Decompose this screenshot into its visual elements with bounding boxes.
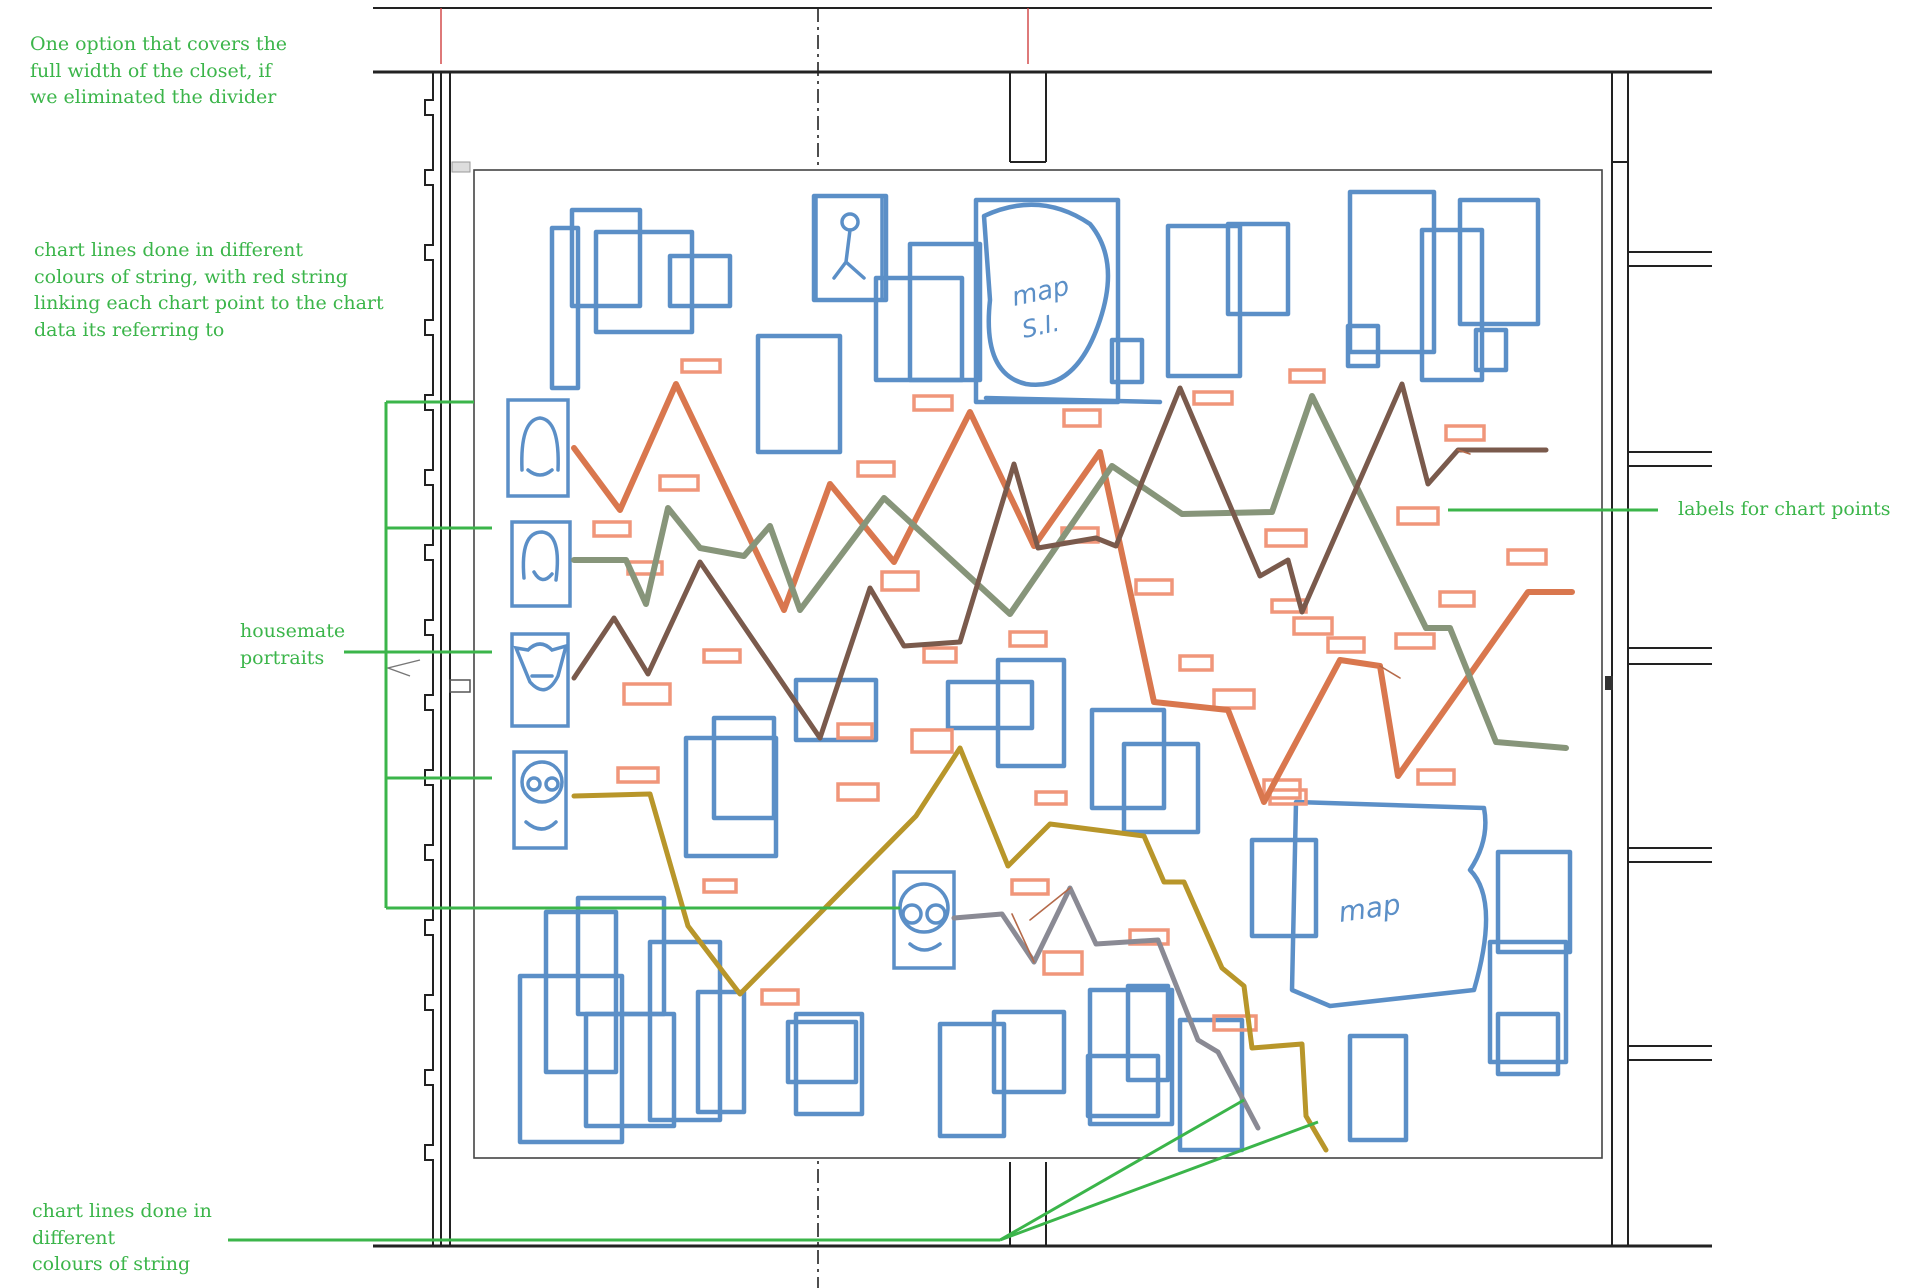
string-line-gray <box>951 885 1261 1131</box>
string-chart-lines <box>571 381 1575 1153</box>
portrait-top-figure <box>814 194 884 302</box>
portrait-2 <box>510 520 572 608</box>
portrait-1 <box>506 398 570 498</box>
annotation-chart-lines-colours: chart lines done in different colours of… <box>32 1200 212 1275</box>
annotation-housemate-portraits: housemate portraits <box>240 620 346 669</box>
annotation-leaders <box>228 400 1658 1242</box>
string-line-sage <box>571 393 1569 751</box>
annotation-labels-for-chart-points: labels for chart points <box>1678 498 1891 520</box>
string-line-orange <box>571 381 1575 805</box>
left-wall-notched <box>424 72 434 1246</box>
red-link-strings <box>1011 449 1471 963</box>
portrait-3 <box>510 632 570 728</box>
portrait-4 <box>512 750 568 850</box>
annotation-chart-lines-red-string: chart lines done in different colours of… <box>34 239 384 341</box>
string-line-mustard <box>571 745 1329 1153</box>
string-line-brown <box>571 381 1549 741</box>
right-shelves <box>1628 251 1712 1061</box>
annotation-closet-width: One option that covers the full width of… <box>30 33 288 108</box>
chart-point-labels <box>592 358 1548 1032</box>
photo-frames <box>517 189 1573 1153</box>
closet-architecture <box>373 7 1712 1288</box>
